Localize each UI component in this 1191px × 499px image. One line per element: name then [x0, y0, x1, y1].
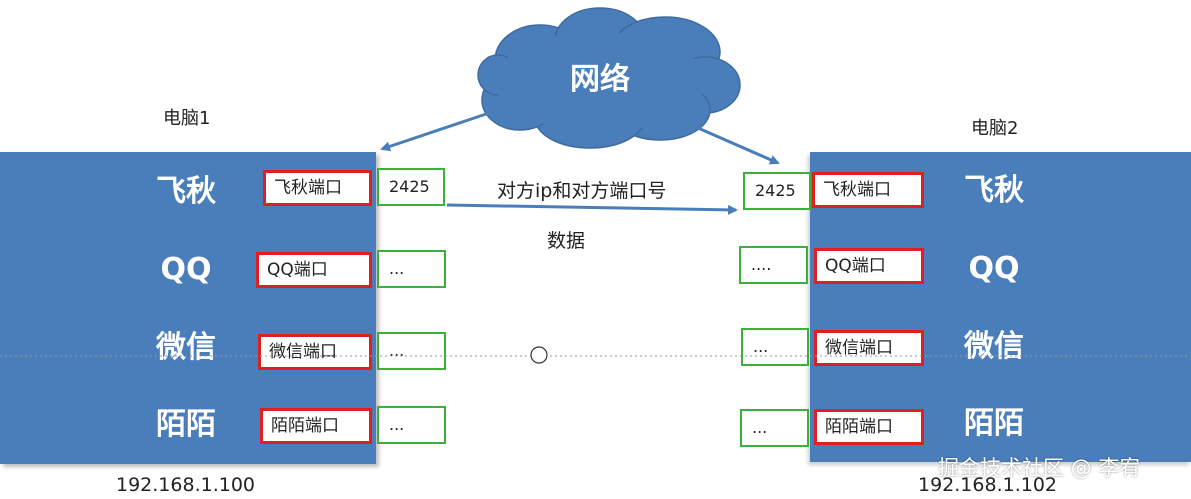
arrow-cloud-to-computer1: [380, 108, 499, 152]
transfer-data-label: 数据: [547, 230, 586, 252]
computer2-port-value-weixin: ...: [741, 328, 809, 366]
computer1-app-weixin: 微信: [156, 330, 216, 365]
computer2-app-weixin: 微信: [964, 329, 1024, 364]
watermark: 掘金技术社区 @ 李宥: [938, 456, 1141, 480]
computer2-app-momo: 陌陌: [964, 406, 1024, 441]
network-label: 网络: [570, 62, 630, 97]
computer2-ip: 192.168.1.102: [918, 474, 1058, 496]
network-cloud-icon: [477, 7, 741, 149]
computer1-port-value-weixin: ...: [377, 332, 446, 370]
computer2-port-value-qq: ....: [739, 246, 808, 284]
arrow-data-transfer: [446, 203, 738, 215]
computer1-port-label-weixin: 微信端口: [258, 334, 372, 370]
computer2-port-label-qq: QQ端口: [814, 248, 924, 284]
computer1-port-label-momo: 陌陌端口: [260, 408, 372, 444]
computer1-ip: 192.168.1.100: [116, 474, 256, 496]
computer1-app-momo: 陌陌: [156, 407, 216, 442]
computer2-app-feiqiu: 飞秋: [964, 173, 1024, 208]
computer1-port-value-feiqiu: 2425: [377, 168, 445, 206]
computer2-port-value-momo: ...: [740, 409, 809, 447]
computer1-port-value-momo: ...: [377, 406, 446, 444]
computer2-title: 电脑2: [971, 118, 1019, 139]
computer2-port-label-feiqiu: 飞秋端口: [812, 172, 924, 208]
transfer-header-label: 对方ip和对方端口号: [497, 180, 667, 202]
computer1-port-label-qq: QQ端口: [256, 252, 372, 288]
computer2-port-label-weixin: 微信端口: [814, 330, 924, 366]
arrow-cloud-to-computer2: [697, 126, 780, 165]
computer2-app-qq: QQ: [968, 251, 1020, 286]
computer1-port-value-qq: ...: [377, 250, 446, 288]
computer1-app-qq: QQ: [160, 252, 212, 287]
computer1-title: 电脑1: [163, 108, 211, 129]
center-circle: [530, 346, 548, 364]
computer1-port-label-feiqiu: 飞秋端口: [263, 170, 372, 206]
computer2-port-label-momo: 陌陌端口: [814, 409, 924, 445]
computer1-app-feiqiu: 飞秋: [156, 174, 216, 209]
computer2-port-value-feiqiu: 2425: [743, 172, 811, 210]
